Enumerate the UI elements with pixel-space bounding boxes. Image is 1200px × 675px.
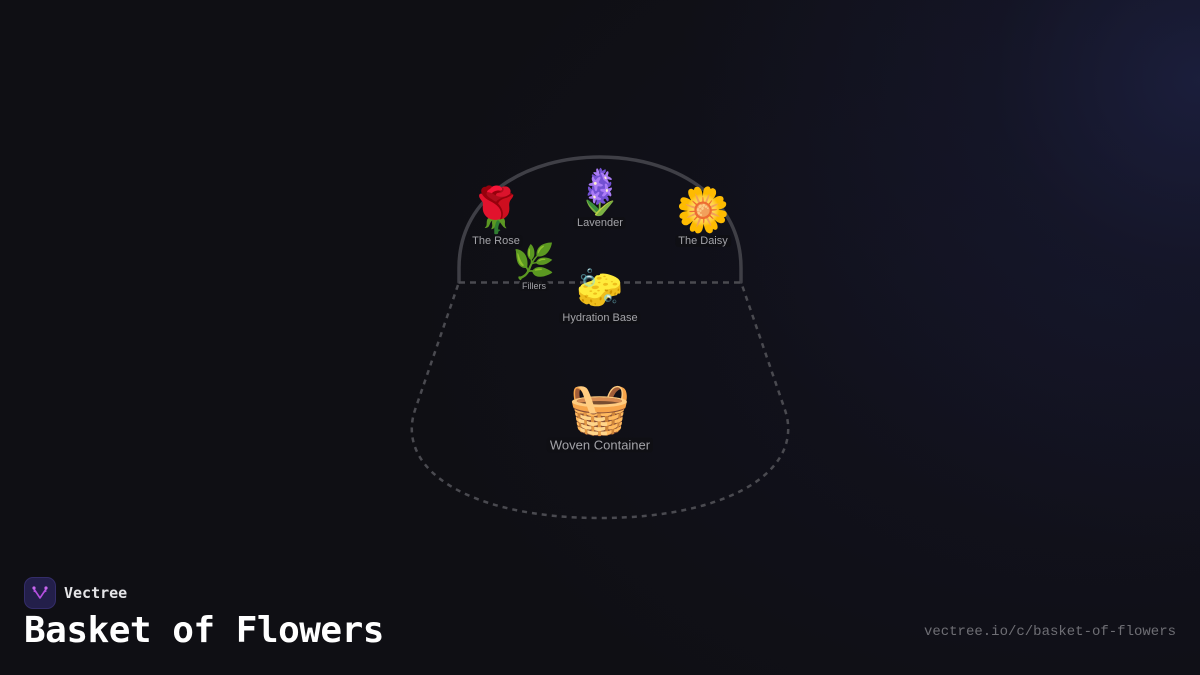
brand: Vectree (24, 577, 127, 609)
sponge-icon: 🧽 (576, 268, 624, 310)
rose-icon: 🌹 (468, 186, 524, 235)
node-label: Woven Container (546, 437, 654, 453)
node-lavender[interactable]: 🪻 Lavender (572, 168, 628, 229)
brand-logo (24, 577, 56, 609)
node-label: Lavender (574, 217, 626, 229)
node-hydration-base[interactable]: 🧽 Hydration Base (559, 268, 641, 324)
node-rose[interactable]: 🌹 The Rose (468, 186, 524, 247)
node-label: The Rose (469, 235, 523, 247)
node-woven-container[interactable]: 🧺 Woven Container (546, 380, 654, 453)
page-title: Basket of Flowers (24, 610, 384, 651)
basket-icon: 🧺 (568, 380, 632, 437)
vectree-branch-icon (32, 586, 48, 599)
bouquet-dome-outline (457, 155, 743, 284)
brand-name: Vectree (64, 584, 128, 602)
node-fillers[interactable]: 🌿 Fillers (513, 245, 555, 291)
herb-leaf-icon: 🌿 (512, 243, 556, 281)
node-label: Fillers (519, 281, 549, 291)
node-daisy[interactable]: 🌼 The Daisy (675, 189, 731, 247)
lavender-hyacinth-icon: 🪻 (572, 168, 628, 217)
share-url[interactable]: vectree.io/c/basket-of-flowers (923, 624, 1176, 640)
node-label: The Daisy (675, 235, 731, 247)
node-label: Hydration Base (559, 312, 641, 324)
daisy-blossom-icon: 🌼 (675, 186, 731, 235)
